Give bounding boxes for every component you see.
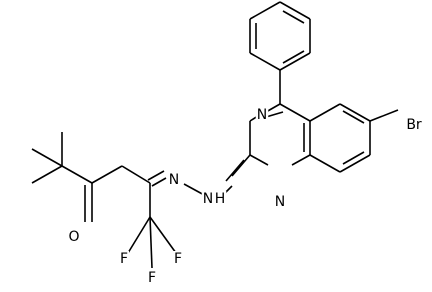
bond	[225, 159, 245, 182]
bond	[31, 148, 63, 167]
atom-labels: Br N N N N H O F F F	[67, 107, 423, 286]
bond	[369, 109, 399, 122]
atom-label-f-bottom: F	[148, 270, 156, 286]
bond	[249, 52, 281, 71]
bonds	[31, 1, 399, 269]
bond	[149, 216, 177, 254]
bond	[291, 154, 311, 166]
bond	[282, 50, 305, 64]
atom-label-br: Br	[406, 117, 422, 133]
atom-label-nh-h: H	[215, 191, 226, 207]
bond	[339, 103, 371, 122]
bond	[127, 216, 151, 254]
atom-label-oxygen: O	[68, 229, 79, 245]
atom-label-n-hydrazone: N	[169, 172, 179, 188]
bond	[149, 216, 153, 269]
bond	[309, 103, 341, 122]
bond	[61, 165, 93, 184]
bond	[342, 110, 365, 124]
atom-label-n-upper: N	[257, 107, 267, 123]
atom-label-n-lower: N	[275, 194, 285, 210]
bond	[282, 10, 305, 24]
bond	[265, 103, 281, 113]
bond	[249, 154, 269, 166]
bond	[279, 103, 311, 122]
atom-label-f-left: F	[120, 251, 128, 267]
atom-label-nh: N	[203, 191, 213, 207]
bond	[279, 1, 311, 20]
bond	[31, 165, 63, 184]
bond	[121, 165, 151, 184]
atom-label-f-right: F	[174, 251, 182, 267]
bond	[147, 170, 165, 181]
bond	[339, 154, 371, 173]
bond	[249, 1, 281, 20]
bond	[151, 177, 167, 187]
bond	[309, 154, 341, 173]
bond	[279, 52, 311, 71]
bond	[342, 151, 365, 165]
bond	[231, 154, 251, 177]
bond	[265, 111, 284, 118]
bond	[91, 165, 123, 184]
